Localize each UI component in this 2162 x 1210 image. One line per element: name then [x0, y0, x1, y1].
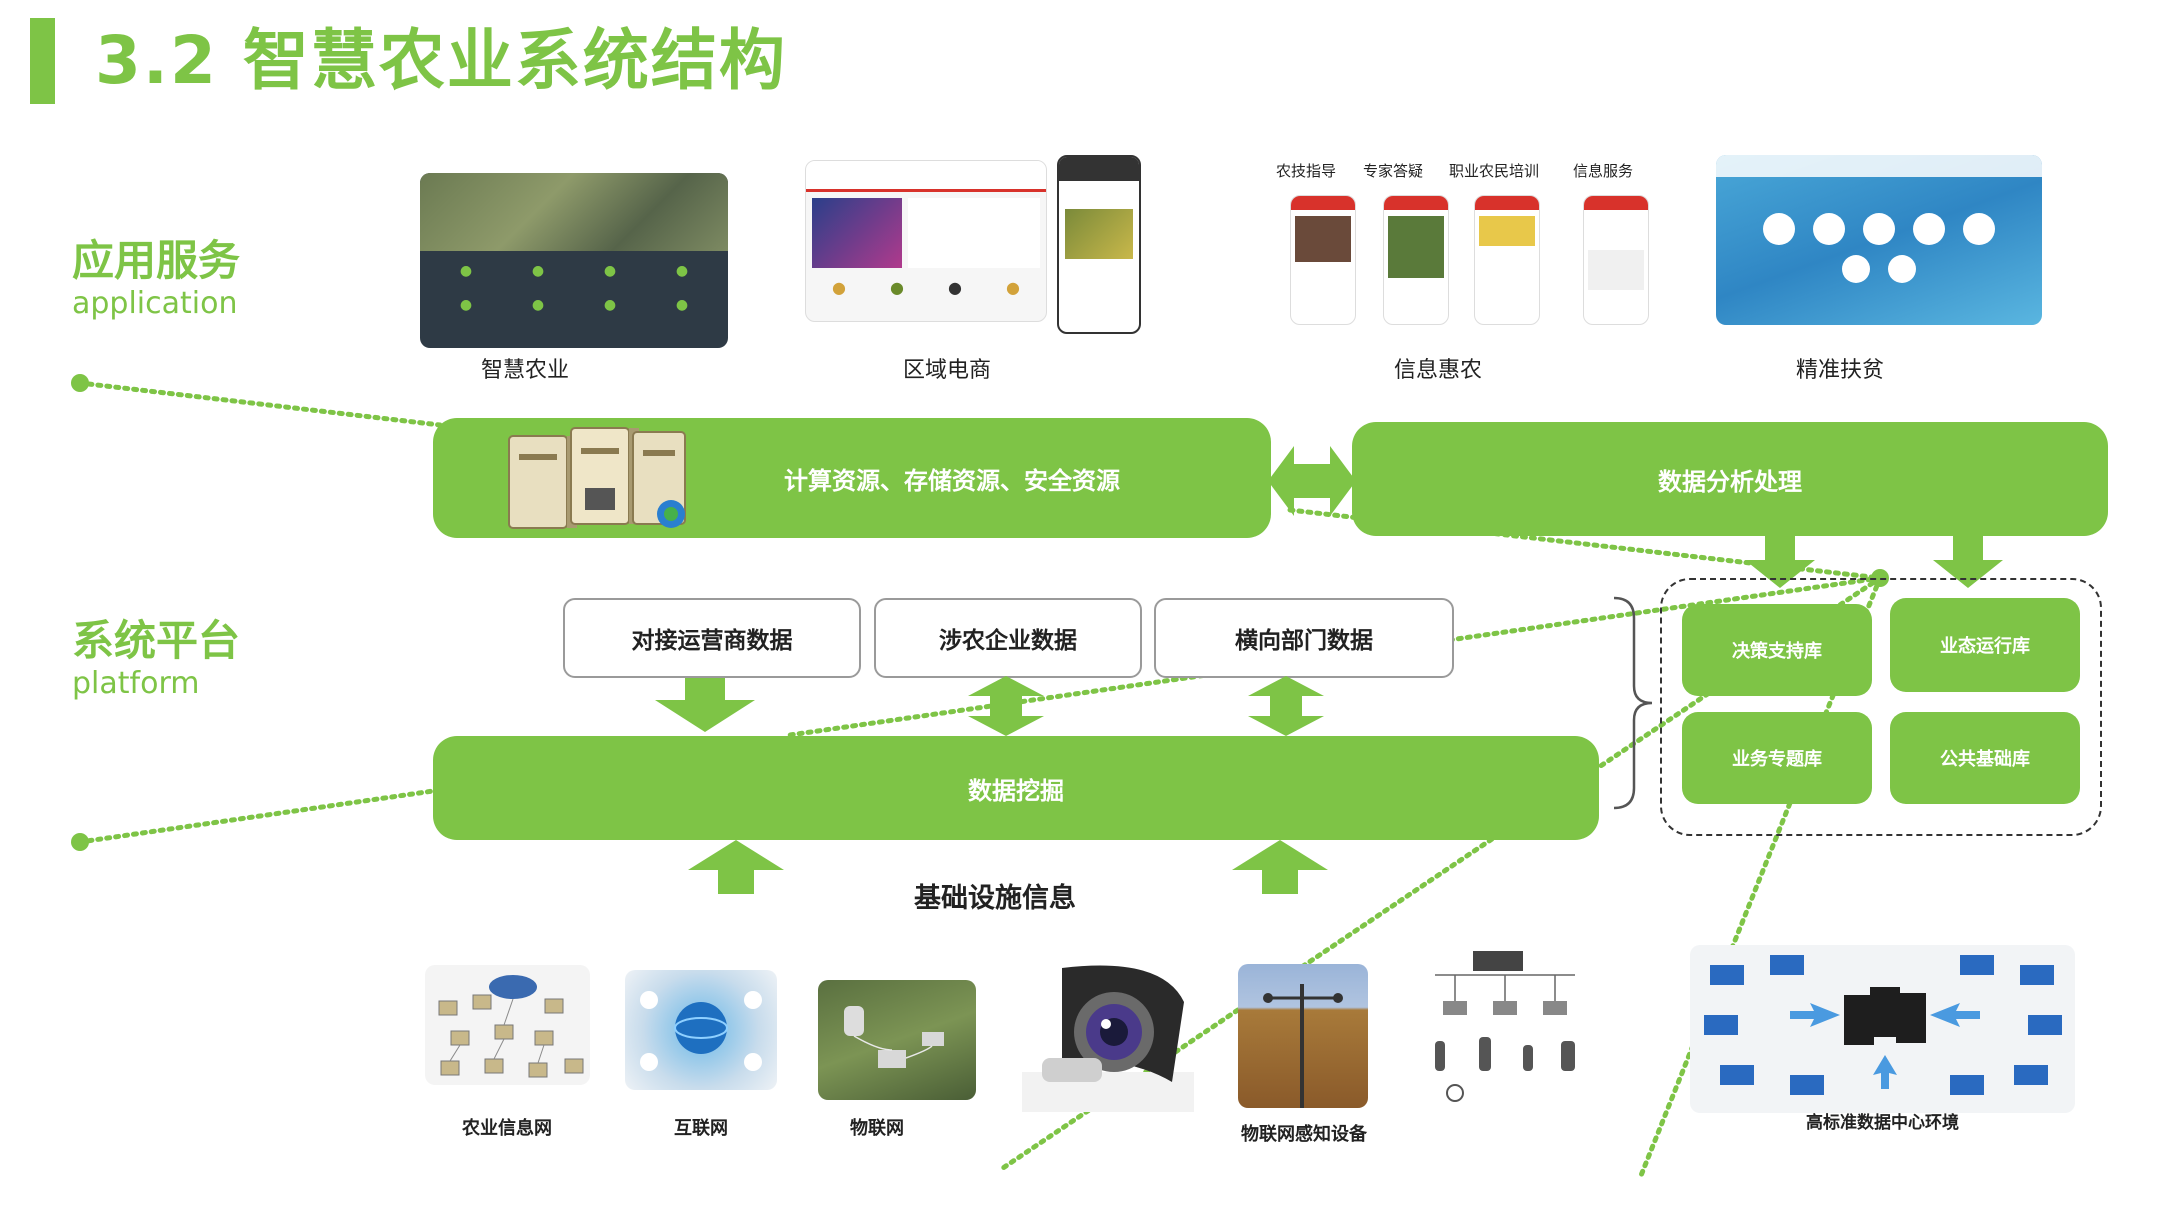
info-phone-4 — [1583, 195, 1649, 325]
infra-label-agri-network: 农业信息网 — [462, 1118, 552, 1139]
layer-label-application: 应用服务 application — [72, 236, 240, 322]
infra-title: 基础设施信息 — [914, 883, 1076, 914]
info-tab-service: 信息服务 — [1573, 162, 1634, 180]
info-phone-1 — [1290, 195, 1356, 325]
agri-network-image — [425, 965, 590, 1085]
infra-label-iot-sensor: 物联网感知设备 — [1241, 1124, 1367, 1145]
app-label-info-benefit: 信息惠农 — [1393, 358, 1482, 383]
arrow-down-icon — [1745, 536, 1815, 588]
infra-label-internet: 互联网 — [674, 1118, 728, 1139]
app-label-poverty: 精准扶贫 — [1795, 358, 1884, 383]
layer-label-platform: 系统平台 platform — [72, 616, 240, 702]
datacenter-image — [1690, 945, 2075, 1113]
data-mining-label: 数据挖掘 — [968, 776, 1064, 805]
db-decision-support: 决策支持库 — [1682, 604, 1872, 696]
poverty-screenshot — [1716, 155, 2042, 325]
database-cluster — [1660, 578, 2102, 836]
infra-label-iot: 物联网 — [850, 1118, 904, 1139]
page-title: 3.2 智慧农业系统结构 — [95, 22, 787, 99]
arrow-updown-icon — [968, 676, 1044, 736]
internet-image — [625, 970, 777, 1090]
db-business-operation: 业态运行库 — [1890, 598, 2080, 692]
source-operator-data: 对接运营商数据 — [563, 598, 861, 678]
layer-label-zh: 系统平台 — [72, 616, 241, 665]
db-public-base: 公共基础库 — [1890, 712, 2080, 804]
resources-label: 计算资源、存储资源、安全资源 — [784, 466, 1120, 495]
arrow-updown-icon — [1248, 676, 1324, 736]
layer-label-zh: 应用服务 — [72, 236, 241, 285]
info-tab-training: 职业农民培训 — [1449, 162, 1540, 180]
info-phone-3 — [1474, 195, 1540, 325]
arrow-down-icon — [1933, 536, 2003, 588]
ecommerce-mobile-screenshot — [1057, 155, 1141, 334]
app-label-smart-agri: 智慧农业 — [480, 358, 569, 383]
smart-agri-screenshot: ●● ●● ●● ●● — [420, 173, 728, 348]
layer-label-en: application — [72, 286, 238, 321]
info-tab-guidance: 农技指导 — [1276, 162, 1337, 180]
server-icon — [508, 427, 686, 529]
source-department-data: 横向部门数据 — [1154, 598, 1454, 678]
iot-sensor-image — [1238, 964, 1368, 1108]
arrow-up-icon — [688, 840, 784, 894]
info-phone-2 — [1383, 195, 1449, 325]
source-enterprise-data: 涉农企业数据 — [874, 598, 1142, 678]
bracket-icon — [1613, 596, 1653, 810]
analysis-bar: 数据分析处理 — [1352, 422, 2108, 536]
arrow-down-icon — [655, 678, 755, 732]
analysis-label: 数据分析处理 — [1658, 467, 1802, 496]
double-arrow-icon — [1268, 446, 1356, 516]
iot-image — [818, 980, 976, 1100]
layer-label-en: platform — [72, 666, 200, 701]
app-label-ecommerce: 区域电商 — [902, 358, 991, 383]
db-business-topic: 业务专题库 — [1682, 712, 1872, 804]
info-tab-expert: 专家答疑 — [1363, 162, 1424, 180]
data-mining-bar: 数据挖掘 — [433, 736, 1599, 840]
title-accent-bar — [30, 18, 55, 104]
camera-icon — [1022, 965, 1194, 1112]
ecommerce-web-screenshot: ●●●● — [805, 160, 1047, 322]
datacenter-label: 高标准数据中心环境 — [1806, 1113, 1959, 1133]
arrow-up-icon — [1232, 840, 1328, 894]
sensor-devices-icon — [1435, 951, 1575, 1102]
